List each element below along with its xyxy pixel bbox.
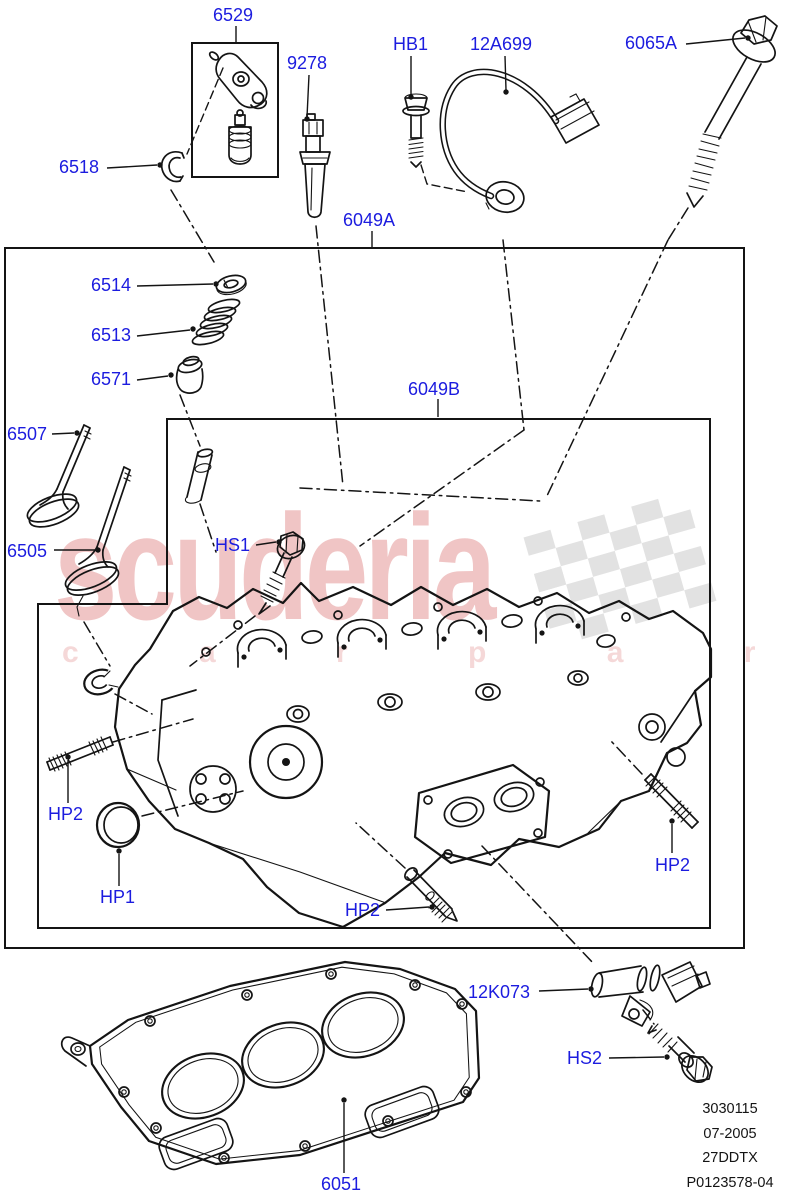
rocker-arm-drawing (208, 51, 268, 110)
camshaft-sensor-drawing (590, 961, 711, 1027)
callout-12a699[interactable]: 12A699 (470, 34, 533, 54)
plate-engine-code: 27DDTX (702, 1150, 758, 1166)
callout-6051[interactable]: 6051 (321, 1174, 362, 1194)
valve-seal-drawing (175, 355, 204, 394)
valve-6505-drawing (64, 466, 132, 596)
spring-retainer-drawing (215, 274, 247, 296)
plate-drawing-ref: P0123578-04 (686, 1174, 774, 1191)
assembly-box-6049a (4, 247, 745, 949)
seat-ring-drawing (83, 664, 130, 696)
callout-hs2[interactable]: HS2 (567, 1048, 603, 1068)
stud-hp2-right-drawing (644, 773, 699, 829)
callout-6507[interactable]: 6507 (7, 424, 48, 444)
assembly-box-6049b (37, 418, 711, 929)
plate-date: 07-2005 (703, 1125, 757, 1142)
valve-guide-drawing (184, 448, 214, 504)
bolt-hp2-bottom-drawing (404, 867, 458, 923)
callout-hs1[interactable]: HS1 (215, 535, 251, 555)
retaining-clip-drawing (160, 151, 185, 183)
watermark-tagline: c a r p a r t s (62, 636, 785, 669)
callout-6514[interactable]: 6514 (91, 275, 132, 295)
valve-spring-drawing (191, 298, 241, 346)
bolt-hb1-drawing (402, 93, 430, 168)
assembly-centerlines (76, 67, 689, 1025)
cylinder-head-drawing (113, 581, 713, 929)
knock-sensor-drawing (439, 68, 600, 214)
callout-6065a[interactable]: 6065A (625, 33, 678, 53)
callout-12k073[interactable]: 12K073 (468, 982, 531, 1002)
valve-6507-drawing (26, 424, 92, 528)
callout-9278[interactable]: 9278 (287, 53, 328, 73)
callout-hp2-right[interactable]: HP2 (655, 855, 691, 875)
callout-6049b[interactable]: 6049B (408, 379, 461, 399)
plate-part-number: 3030115 (702, 1101, 758, 1117)
checkered-flag-watermark (523, 498, 717, 640)
head-gasket-drawing (60, 960, 481, 1171)
drawing-info-plate: 3030115 07-2005 27DDTX P0123578-04 (668, 1097, 785, 1195)
callout-hb1[interactable]: HB1 (393, 34, 429, 54)
callout-6518[interactable]: 6518 (59, 157, 100, 177)
callout-6513[interactable]: 6513 (91, 325, 132, 345)
callout-hp1[interactable]: HP1 (100, 887, 136, 907)
bolt-hs2-drawing (647, 1023, 713, 1084)
glow-plug-drawing (299, 113, 331, 219)
callout-6505[interactable]: 6505 (7, 541, 48, 561)
callout-hp2-bottom[interactable]: HP2 (345, 900, 381, 920)
bolt-hs1-drawing (258, 531, 306, 615)
callout-6049a[interactable]: 6049A (343, 210, 396, 230)
rocker-detail-box (191, 42, 279, 178)
callout-hp2-left[interactable]: HP2 (48, 804, 84, 824)
head-bolt-drawing (686, 15, 778, 208)
callout-6529[interactable]: 6529 (213, 5, 254, 25)
cup-plug-drawing (95, 801, 141, 849)
leader-lines (51, 26, 751, 1173)
lash-adjuster-drawing (228, 109, 252, 165)
watermark-brand: scuderia (54, 483, 496, 651)
stud-hp2-left-drawing (46, 736, 114, 772)
callout-6571[interactable]: 6571 (91, 369, 132, 389)
